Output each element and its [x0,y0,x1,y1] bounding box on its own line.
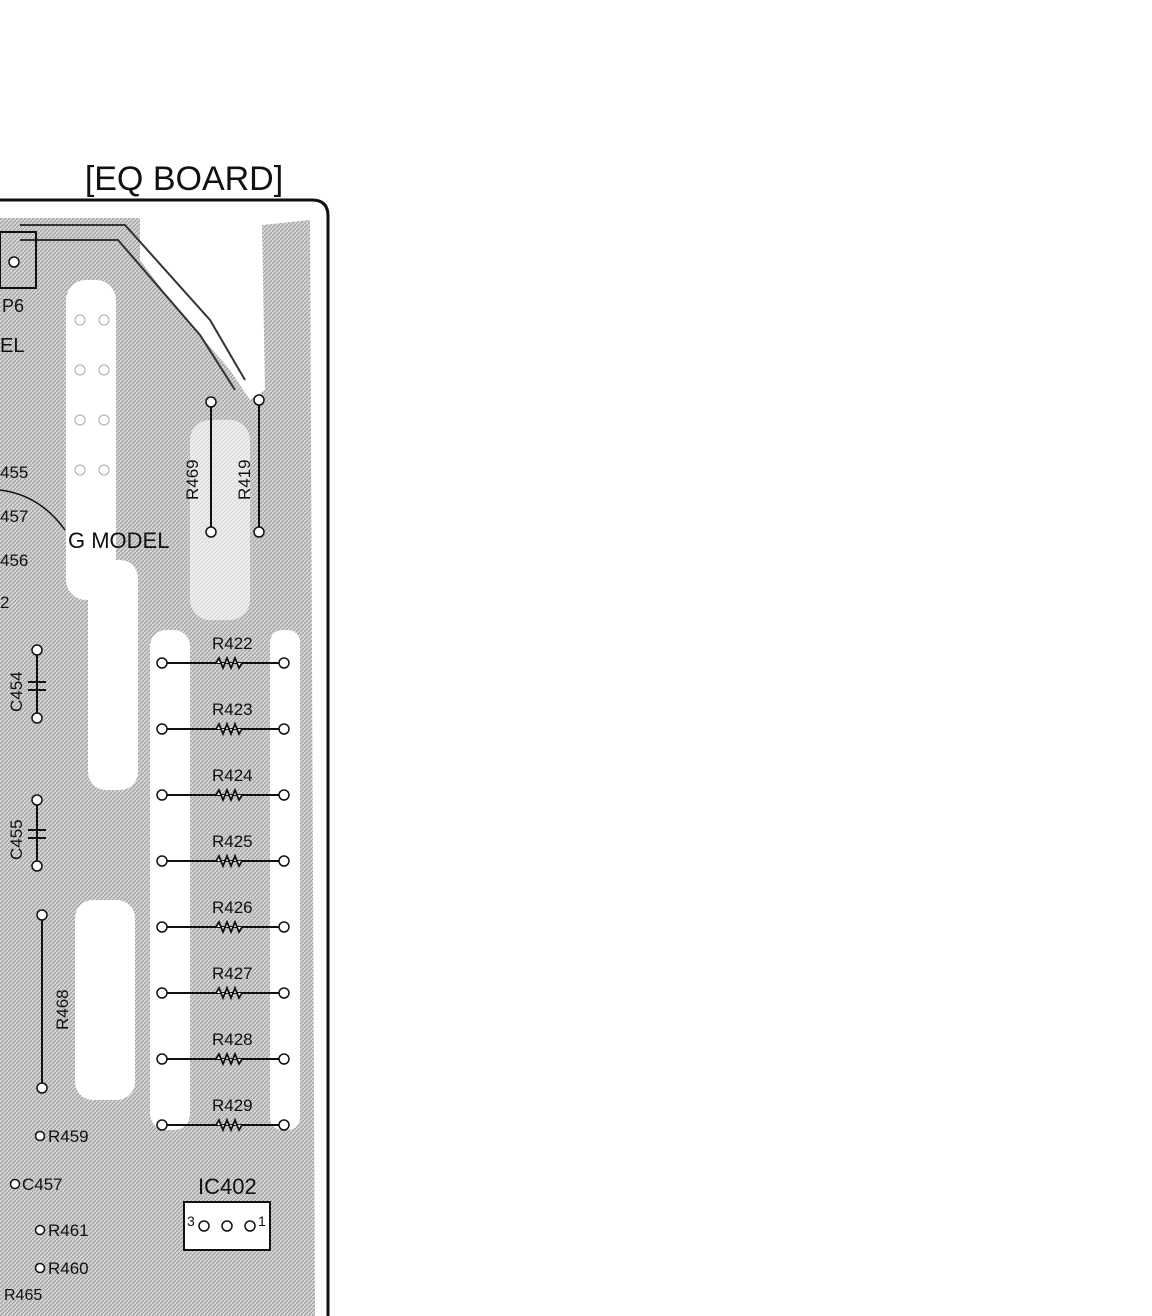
resistor-label: R425 [212,832,253,851]
pad-column [74,314,110,476]
pad [8,256,20,268]
trace-diagonal-2 [20,239,236,391]
bottom-left-pads [9,1130,46,1274]
r419-label: R419 [235,459,254,500]
resistor-label: R424 [212,766,253,785]
g-model-label: G MODEL [68,528,169,553]
ic402-pin [221,1220,233,1232]
left-edge-label: 457 [0,507,28,526]
r468-label: R468 [53,989,72,1030]
resistor-label: R428 [212,1030,253,1049]
c457-label: C457 [22,1175,63,1194]
channel-1 [66,280,116,600]
left-edge-label: 2 [0,593,9,612]
left-edge-label: 456 [0,551,28,570]
resistor-r468 [36,909,48,1094]
ic402-label: IC402 [198,1174,257,1199]
r465-label: R465 [4,1287,42,1304]
r460-label: R460 [48,1259,89,1278]
channel-4 [270,630,300,1130]
resistor-label: R426 [212,898,253,917]
ic402-pin3-label: 3 [187,1213,195,1229]
resistor-r426: R426 [156,898,290,935]
trace-diagonal [20,224,246,381]
left-edge-label: 455 [0,463,28,482]
c455-label: C455 [7,819,26,860]
resistor-r419 [253,394,265,538]
resistor-label: R422 [212,634,253,653]
resistor-r422: R422 [156,634,290,671]
resistor-r425: R425 [156,832,290,869]
p6-label: P6 [2,296,24,316]
resistor-label: R429 [212,1096,253,1115]
resistor-label: R427 [212,964,253,983]
resistor-r428: R428 [156,1030,290,1067]
g-model-pointer [0,489,66,531]
resistor-r469 [205,396,217,538]
board-outline [0,198,330,1316]
channel-2 [88,560,138,790]
channel-5 [190,420,250,620]
resistor-r429: R429 [156,1096,290,1133]
board-title: [EQ BOARD] [85,160,283,198]
resistor-r424: R424 [156,766,290,803]
r469-label: R469 [183,459,202,500]
channel-3 [150,630,190,1130]
capacitor-c454 [28,644,46,724]
resistor-r427: R427 [156,964,290,1001]
c454-label: C454 [7,671,26,712]
connector-p6 [0,231,37,289]
ic402-pin [244,1220,256,1232]
resistor-r423: R423 [156,700,290,737]
el-label: EL [0,335,24,357]
r461-label: R461 [48,1221,89,1240]
r459-label: R459 [48,1127,89,1146]
ic402-pin [198,1220,210,1232]
copper-area-left [0,230,130,1316]
ic402-pin1-label: 1 [258,1213,266,1229]
resistor-label: R423 [212,700,253,719]
channel-6 [75,900,135,1100]
capacitor-c455 [28,794,46,872]
